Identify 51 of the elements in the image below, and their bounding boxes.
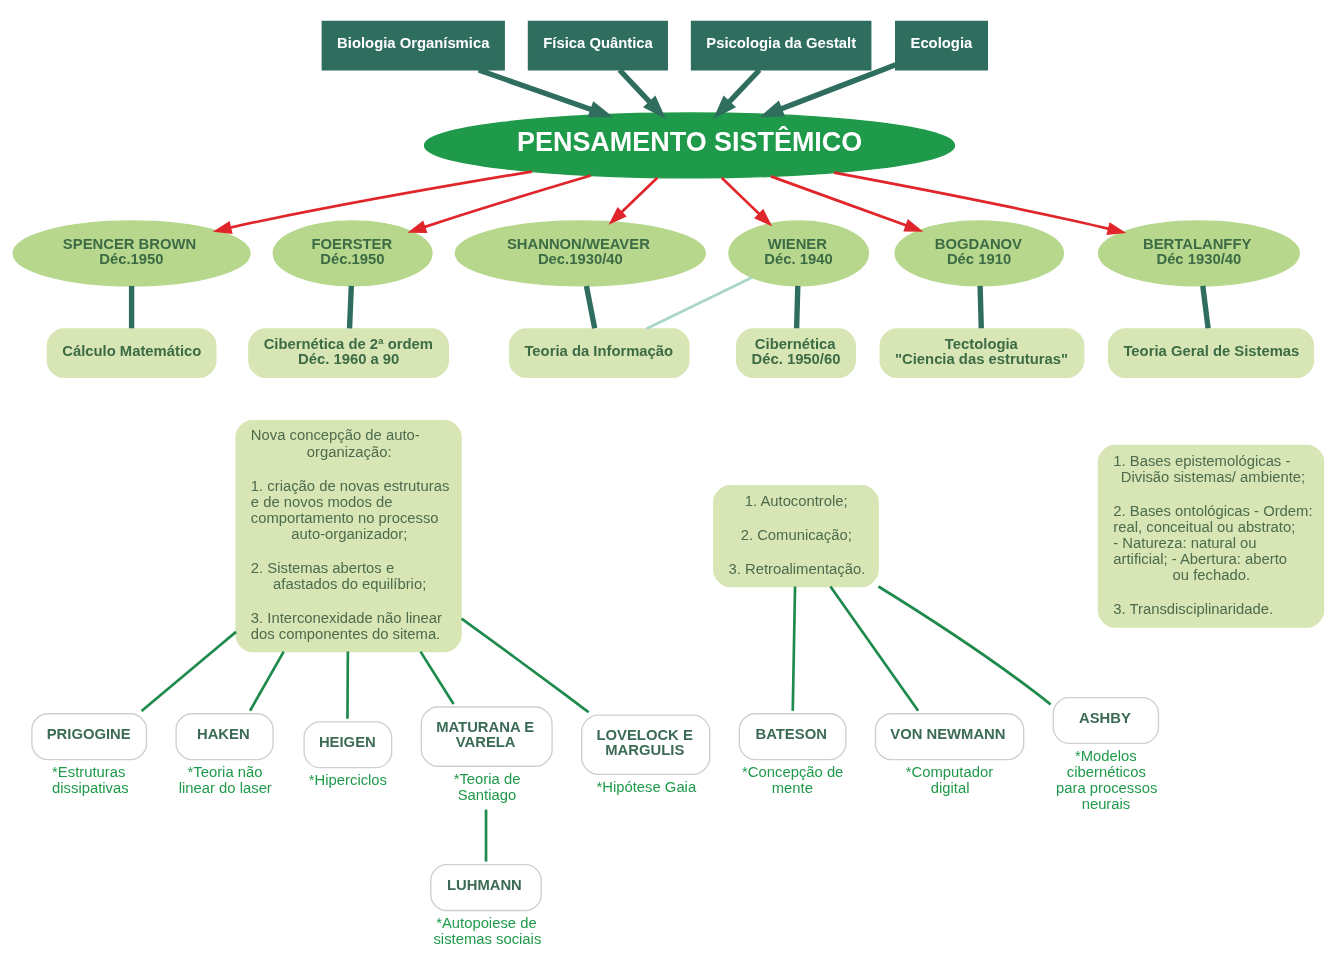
- node-box: Ecologia: [895, 20, 988, 71]
- arrow: [713, 68, 762, 120]
- arrow: [833, 171, 1127, 236]
- connector: [460, 617, 590, 714]
- connector: [829, 585, 920, 712]
- connector: [346, 285, 354, 329]
- connector: [583, 285, 598, 329]
- arrow: [759, 62, 897, 118]
- arrow: [477, 67, 614, 118]
- connector: [977, 285, 984, 329]
- connector: [791, 586, 797, 711]
- arrow: [770, 175, 924, 232]
- connector: [484, 809, 488, 862]
- node-box: 1. Autocontrole; 2. Comunicação; 3. Retroalimentação.: [713, 485, 879, 588]
- node-ellipse: WIENER Déc. 1940: [728, 220, 870, 287]
- node-box: 1. Bases epistemológicas - Divisão sistemas/ ambiente; 2. Bases ontológicas - Ordem: real, conceitual ou abstrato; - Natureza: natural ou artificial; - Abertura: aberto ou fechado. 3. Transdisciplinaridade.: [1097, 444, 1325, 628]
- node-ellipse: PENSAMENTO SISTÊMICO: [423, 112, 956, 179]
- node-label: *Teoria não linear do laser: [178, 763, 272, 796]
- arrow: [212, 170, 533, 234]
- connector: [645, 276, 753, 331]
- arrow: [720, 176, 773, 227]
- node-label: *Modelos cibernéticos para processos neurais: [1056, 747, 1158, 813]
- node-box: Teoria Geral de Sistemas: [1107, 328, 1315, 379]
- connector: [346, 651, 350, 719]
- node-label: *Hipótese Gaia: [596, 778, 697, 795]
- node-box: Biologia Organísmica: [321, 20, 505, 71]
- connector: [128, 285, 135, 329]
- connector: [419, 650, 455, 705]
- node-ellipse: SHANNON/WEAVER Dec.1930/40: [454, 220, 707, 287]
- node-box: Psicologia da Gestalt: [690, 20, 872, 71]
- arrow: [407, 174, 592, 233]
- node-box: Física Quântica: [527, 20, 668, 71]
- node-box: Teoria da Informação: [508, 328, 690, 379]
- node-label: *Autopoiese de sistemas sociais: [433, 914, 542, 947]
- node-box: Cibernética Déc. 1950/60: [736, 328, 856, 379]
- node-label: *Computador digital: [905, 763, 994, 796]
- connector: [793, 285, 801, 329]
- arrow: [608, 176, 659, 225]
- connector: [1200, 285, 1211, 329]
- connector: [140, 630, 237, 713]
- arrow: [617, 68, 666, 120]
- node-box: Cibernética de 2ª ordem Déc. 1960 a 90: [248, 328, 449, 379]
- connector: [877, 585, 1052, 706]
- node-box: Nova concepção de auto-organização: 1. criação de novas estruturas e de novos modos de comportamento no processo auto-organizador; 2. Sistemas abertos e afastados do equilíbrio; 3. Interconexidade não linear dos componentes do sitema.: [235, 420, 462, 653]
- node-label: *Hiperciclos: [308, 771, 388, 788]
- node-label: *Concepção de mente: [742, 763, 844, 796]
- node-box: Tectologia "Ciencia das estruturas": [879, 328, 1085, 379]
- node-label: *Teoria de Santiago: [453, 770, 521, 803]
- node-box: Cálculo Matemático: [46, 328, 217, 379]
- node-label: *Estruturas dissipativas: [52, 763, 129, 796]
- connector: [248, 650, 285, 712]
